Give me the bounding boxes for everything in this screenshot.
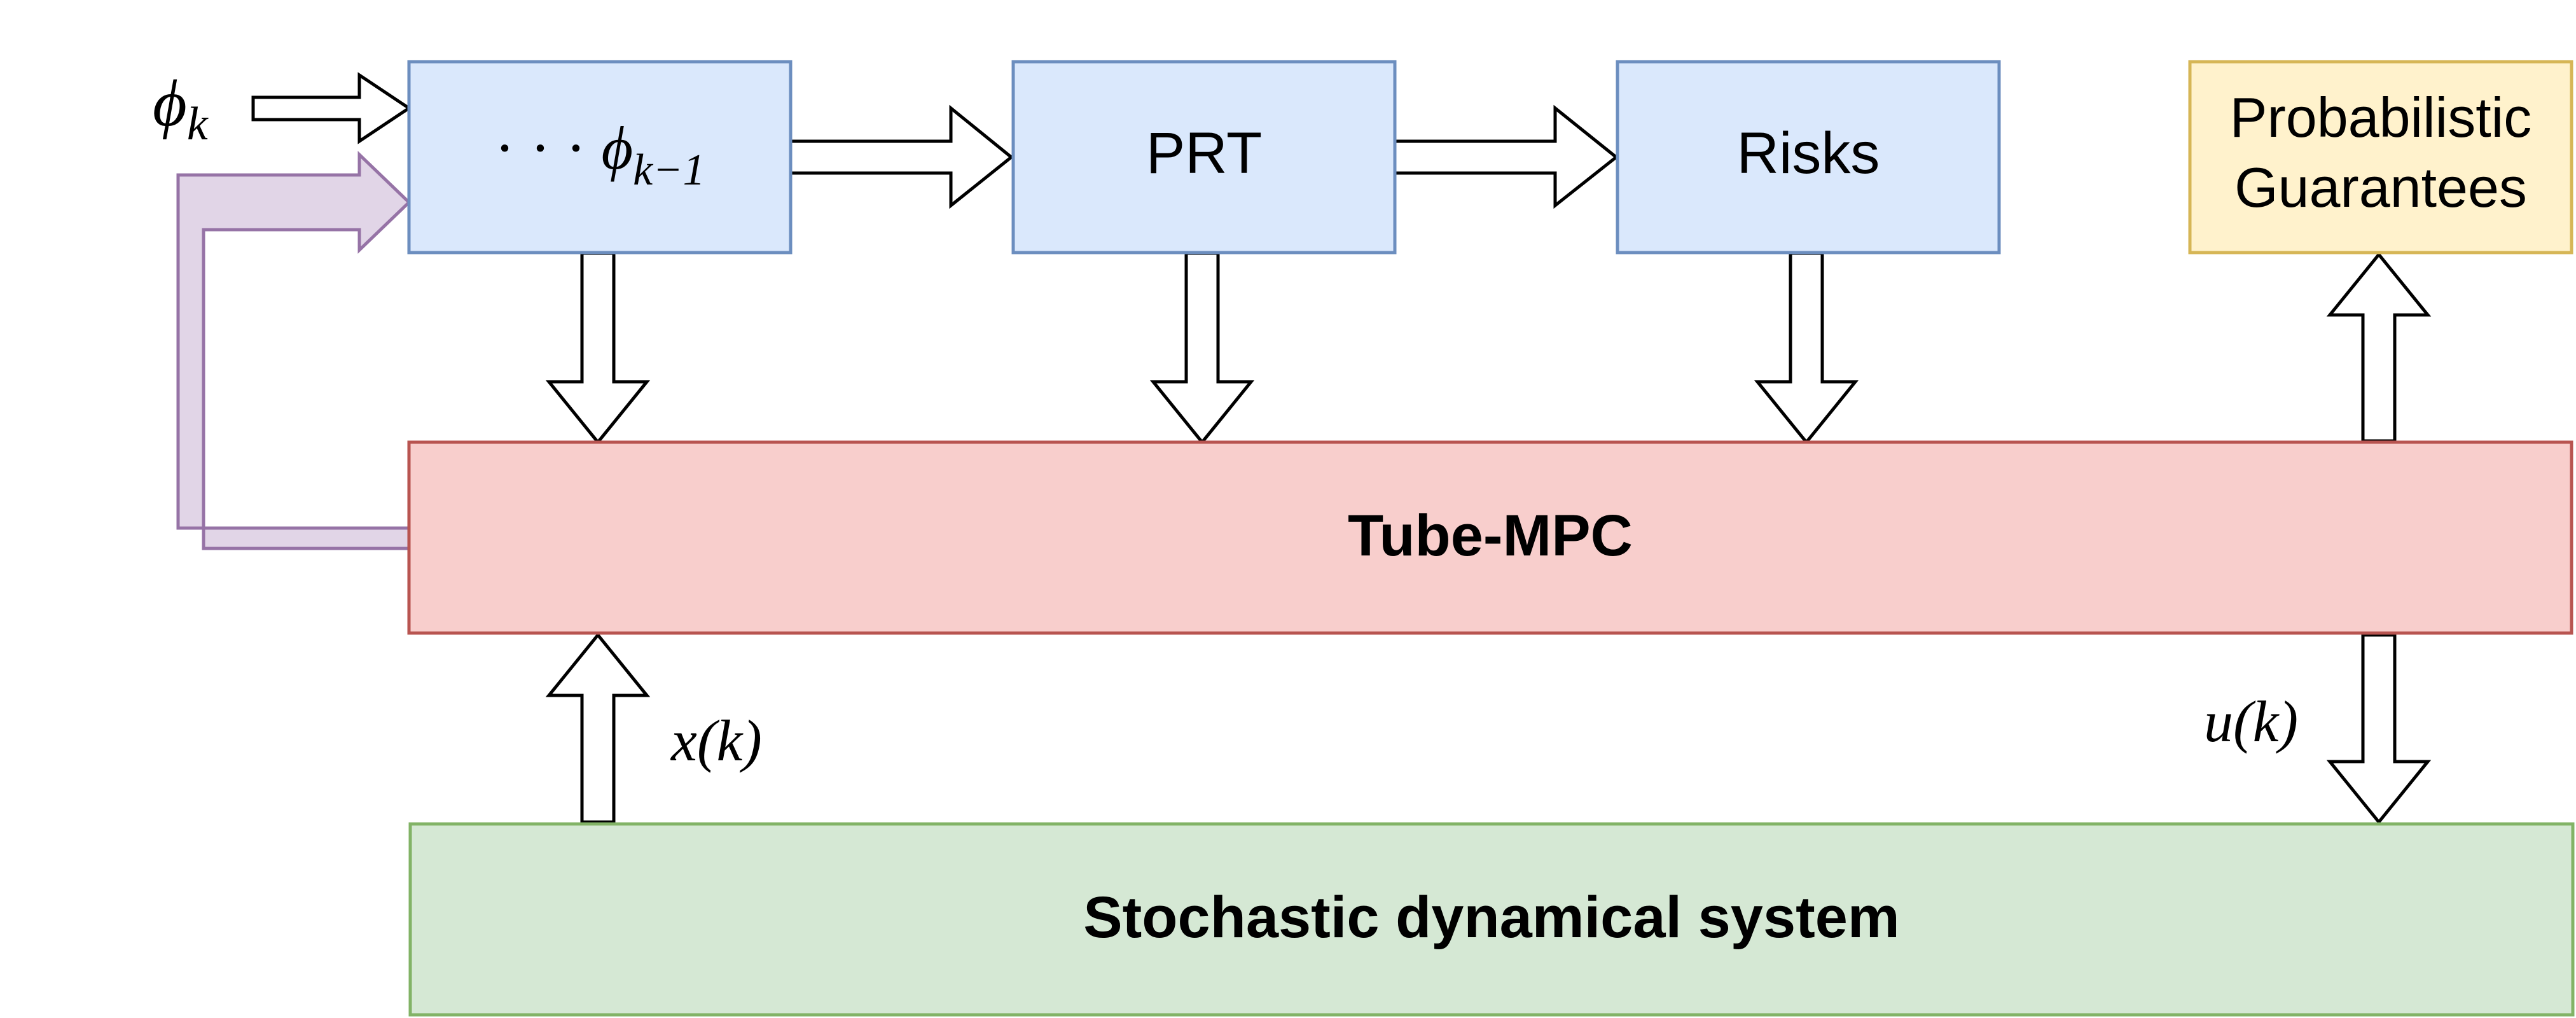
mpc-to-guarantees-arrow xyxy=(2326,252,2432,443)
phi-history-subscript: k−1 xyxy=(633,146,705,195)
feedback-arrow xyxy=(176,151,412,550)
guarantees-label-line2: Guarantees xyxy=(2234,156,2527,219)
system-label: Stochastic dynamical system xyxy=(1083,885,1899,950)
state-arrow xyxy=(545,632,651,824)
phi-history-label: · · · ϕk−1 xyxy=(495,114,705,195)
history-to-prt-arrow xyxy=(789,104,1014,209)
state-label: x(k) xyxy=(670,708,762,773)
phi-input-symbol: ϕ xyxy=(153,67,187,140)
control-label: u(k) xyxy=(2204,689,2298,754)
phi-input-arrow xyxy=(251,72,412,144)
guarantees-label-line1: Probabilistic xyxy=(2230,86,2531,149)
control-arrow xyxy=(2326,633,2432,825)
guarantees-box: Probabilistic Guarantees xyxy=(2188,60,2573,254)
phi-input-subscript: k xyxy=(187,98,209,150)
prt-label: PRT xyxy=(1146,121,1262,186)
phi-history-symbol: ϕ xyxy=(601,114,633,182)
risks-label: Risks xyxy=(1737,121,1880,186)
risks-to-mpc-arrow xyxy=(1754,251,1859,445)
phi-history-prefix: · · · xyxy=(495,114,602,182)
tube-mpc-box: Tube-MPC xyxy=(407,440,2573,635)
prt-box: PRT xyxy=(1011,60,1397,254)
history-to-mpc-arrow xyxy=(545,251,651,445)
prt-to-risks-arrow xyxy=(1393,104,1619,209)
tube-mpc-label: Tube-MPC xyxy=(1348,503,1633,568)
risks-box: Risks xyxy=(1616,60,2001,254)
phi-history-box: · · · ϕk−1 xyxy=(407,60,793,254)
system-box: Stochastic dynamical system xyxy=(408,822,2575,1017)
prt-to-mpc-arrow xyxy=(1149,251,1255,445)
phi-input-label: ϕk xyxy=(153,67,209,150)
